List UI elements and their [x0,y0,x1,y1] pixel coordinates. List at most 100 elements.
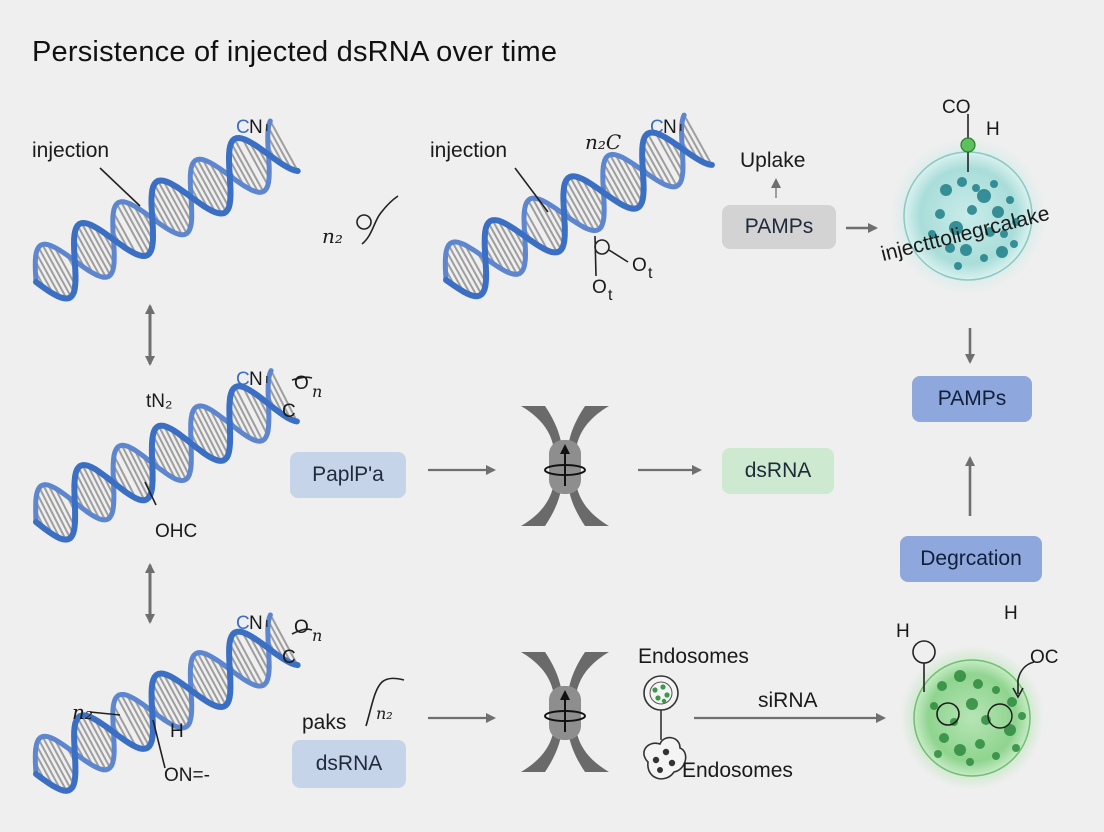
endosome-icon [643,675,679,740]
molecule-squiggle-top [356,195,399,245]
base-pair-rung [151,682,177,727]
base-pair-rung [249,389,270,428]
base-pair-rung [233,138,265,193]
base-pair-rung [153,676,183,729]
vesicle-dot [990,180,998,188]
vesicle-dot [935,209,945,219]
vesicle-dot [954,670,966,682]
label-helix3-c2: C [282,401,296,422]
base-pair-rung [614,154,643,203]
label-cell-bottom-oc: OC [1030,647,1059,668]
vesicle-dot [954,262,962,270]
base-pair-rung [209,408,231,449]
base-pair-rung [112,704,138,748]
label-helix4-n2: n₂ [72,700,93,724]
vesicle-dot [954,744,966,756]
label-paks-n2: n₂ [376,704,393,723]
base-pair-rung [270,370,298,422]
label-uptake: Uplake [740,149,806,172]
cell-degradation-green [900,646,1044,790]
label-cell-top-co: CO [942,97,971,118]
base-pair-rung [169,182,193,223]
vesicle-dot [939,733,949,743]
molecule-hook-middle-left [144,376,313,506]
base-pair-rung [269,614,299,666]
base-pair-rung [491,219,523,273]
base-pair-rung [609,154,640,208]
label-helix4-on-minus: ON=- [164,765,210,786]
vesicle-dot [960,244,972,256]
label-helix4-c: C [236,613,250,634]
base-pair-rung [537,198,565,245]
base-pair-rung [80,222,112,276]
vesicle-dot [977,189,991,203]
base-pair-rung [133,205,154,241]
label-helix4-o: O [294,617,309,638]
base-pair-rung [54,487,76,527]
helix-backbone-strand [33,134,301,302]
base-pair-rung [116,696,147,750]
base-pair-rung [93,718,115,756]
base-pair-rung [563,185,590,230]
label-helix2-c: C [650,117,664,138]
label-helix3-n-italic: n [312,382,323,401]
chip-pamps-top: PAMPs [722,205,836,249]
base-pair-rung [35,744,62,791]
base-pair-rung [602,162,630,209]
base-pair-rung [73,479,94,516]
base-pair-rung [76,717,107,771]
base-pair-rung [189,421,209,457]
base-pair-rung [497,220,525,268]
base-pair-rung [169,428,192,469]
base-pair-rung [654,132,683,181]
label-cell-bottom-h1: H [896,621,910,642]
base-pair-rung [523,208,549,252]
base-pair-rung [120,201,151,254]
base-pair-rung [115,203,147,257]
base-pair-rung [46,244,75,293]
base-pair-rung [683,114,713,166]
dsrna-helix-top-middle [442,112,715,300]
base-pair-rung [565,179,596,232]
base-pair-rung [248,634,270,672]
base-pair-rung [126,694,153,742]
base-pair-rung [208,655,232,694]
vesicle-dot [992,752,1000,760]
vesicle-dot [937,681,947,691]
label-helix3-sub: ı [265,371,269,386]
vesicle-dot [930,702,938,710]
membrane-channel-icon [521,652,609,772]
base-pair-rung [574,176,604,226]
label-helix2-t-right: t [648,265,653,282]
label-endosomes-bottom: Endosomes [682,759,793,782]
base-pair-rung [641,143,667,186]
base-pair-rung [445,250,472,296]
base-pair-rung [190,167,217,213]
base-pair-rung [133,449,154,486]
molecule-hook-bottom-left [89,628,313,769]
base-pair-rung [94,468,115,507]
base-pair-rung [86,715,114,764]
base-pair-rung [112,211,138,255]
base-pair-rung [621,156,645,196]
base-pair-rung [162,180,191,230]
base-pair-rung [162,673,191,723]
vesicle-dot [928,230,936,238]
base-pair-rung [202,405,229,456]
vesicle-dot [975,739,985,749]
chip-degradation: Degrcation [900,536,1042,582]
vesicle-dot [1012,744,1020,752]
vesicle-dot [966,758,974,766]
base-pair-rung [120,693,151,747]
label-helix3-n: N [249,369,263,390]
vesicle-dot [981,715,991,725]
base-pair-rung [242,386,269,435]
label-helix1-n: N [249,117,263,138]
base-pair-rung [190,660,217,707]
base-pair-rung [34,752,55,787]
base-pair-rung [42,484,72,539]
vesicle-dot [1018,712,1026,720]
molecule-paks-squiggle [365,677,405,727]
label-helix3-tn2: tN₂ [146,391,173,412]
channel-wall-left [521,406,563,526]
